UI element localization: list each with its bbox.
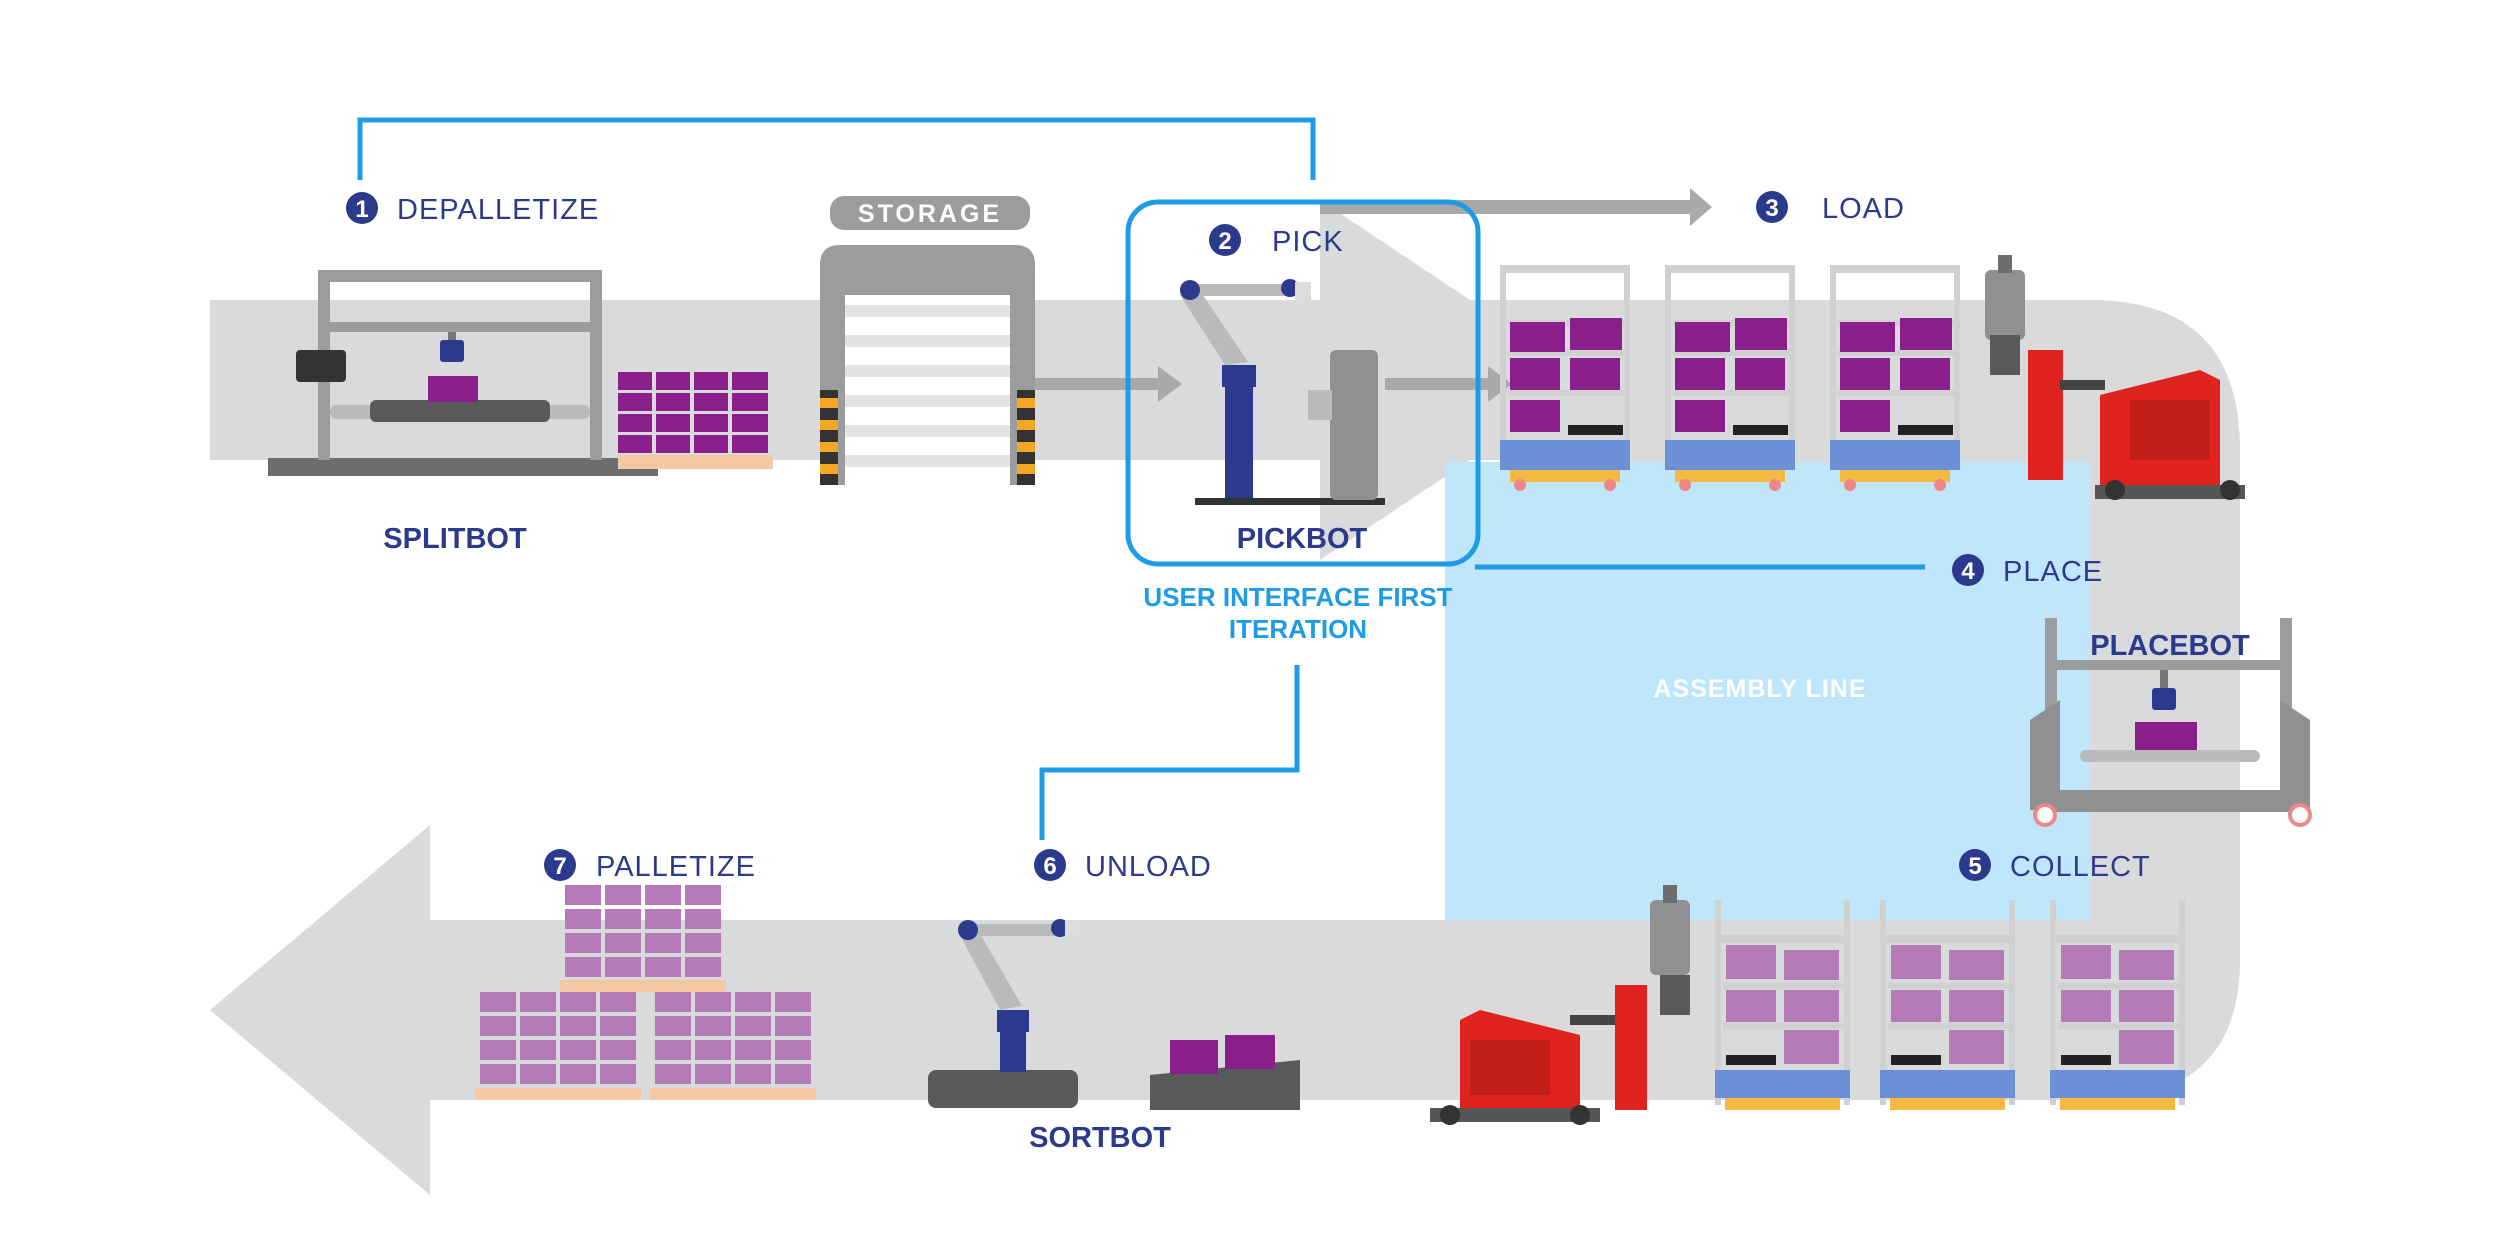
palletize-stacks bbox=[475, 885, 816, 1100]
step-1: 1 DEPALLETIZE bbox=[346, 192, 599, 226]
step-2: 2 PICK bbox=[1209, 224, 1344, 258]
step-7-label: PALLETIZE bbox=[596, 851, 756, 883]
load-cart-3 bbox=[1830, 265, 1960, 491]
step-6: 6 UNLOAD bbox=[1034, 849, 1212, 883]
return-arrow-head bbox=[210, 825, 430, 1195]
collect-cart-2 bbox=[1880, 900, 2015, 1110]
ui-first-iteration-frame bbox=[1125, 199, 1481, 567]
storage-label: STORAGE bbox=[858, 200, 1002, 228]
step-7: 7 PALLETIZE bbox=[544, 849, 756, 883]
storage-to-pick-arrow-head bbox=[1158, 366, 1182, 402]
sortbot-robot bbox=[928, 919, 1300, 1110]
step-3-label: LOAD bbox=[1822, 193, 1905, 225]
step-5-badge bbox=[1959, 849, 1991, 881]
step-1-number: 1 bbox=[355, 196, 368, 223]
pickbot-label: PICKBOT bbox=[1237, 523, 1368, 555]
placebot-label: PLACEBOT bbox=[2090, 630, 2250, 662]
load-cart-1 bbox=[1500, 265, 1630, 491]
palletize-stack-top bbox=[560, 885, 726, 992]
splitbot-screen bbox=[296, 350, 346, 382]
step-3-badge bbox=[1756, 191, 1788, 223]
step-6-number: 6 bbox=[1043, 853, 1056, 880]
placebot-box bbox=[2135, 722, 2197, 750]
step-2-badge bbox=[1209, 224, 1241, 256]
ui-iteration-label-line2: ITERATION bbox=[1229, 614, 1367, 644]
tugger-robot-bottom bbox=[1430, 885, 1690, 1125]
connector-lines bbox=[357, 117, 1925, 840]
palletize-stack-left bbox=[475, 992, 641, 1100]
ui-iteration-label-line1: USER INTERFACE FIRST bbox=[1143, 582, 1452, 612]
step-3: 3 LOAD bbox=[1756, 191, 1905, 225]
assembly-line-area bbox=[1445, 462, 2090, 920]
storage-bumpers bbox=[820, 390, 1035, 485]
collect-cart-1 bbox=[1715, 900, 1850, 1110]
step-7-number: 7 bbox=[553, 853, 566, 880]
depalletize-to-pick-line bbox=[357, 117, 1316, 180]
step-4-number: 4 bbox=[1961, 558, 1975, 585]
step-1-label: DEPALLETIZE bbox=[397, 194, 599, 226]
load-arrow-head bbox=[1690, 188, 1712, 226]
splitbot-box bbox=[428, 376, 478, 402]
splitbot-machine bbox=[268, 270, 658, 476]
storage-sign bbox=[830, 196, 1030, 230]
step-4-badge bbox=[1952, 554, 1984, 586]
step-5-label: COLLECT bbox=[2010, 851, 2151, 883]
storage-building: STORAGE bbox=[820, 196, 1035, 485]
collect-carts bbox=[1715, 900, 2185, 1110]
placebot-machine bbox=[2030, 618, 2312, 827]
collect-cart-3 bbox=[2050, 900, 2185, 1110]
step-4: 4 PLACE bbox=[1952, 554, 2103, 588]
step-2-number: 2 bbox=[1218, 228, 1231, 255]
step-2-label: PICK bbox=[1272, 226, 1344, 258]
load-cart-2 bbox=[1665, 265, 1795, 491]
depalletize-pallet bbox=[618, 372, 773, 469]
step-3-number: 3 bbox=[1765, 195, 1778, 222]
sortbot-label: SORTBOT bbox=[1029, 1122, 1171, 1154]
step-6-label: UNLOAD bbox=[1085, 851, 1212, 883]
palletize-stack-right bbox=[650, 992, 816, 1100]
assembly-line-label: ASSEMBLY LINE bbox=[1653, 675, 1866, 703]
step-1-badge bbox=[346, 192, 378, 224]
pickbot-robot bbox=[1180, 279, 1385, 505]
step-6-badge bbox=[1034, 849, 1066, 881]
ui-to-unload-line bbox=[1039, 665, 1300, 840]
sortbot-box-2 bbox=[1225, 1035, 1275, 1069]
load-carts bbox=[1500, 265, 1960, 491]
step-7-badge bbox=[544, 849, 576, 881]
tugger-robot-top bbox=[1985, 255, 2245, 500]
step-4-label: PLACE bbox=[2003, 556, 2103, 588]
step-5-number: 5 bbox=[1968, 853, 1981, 880]
sortbot-box-1 bbox=[1170, 1040, 1218, 1074]
splitbot-label: SPLITBOT bbox=[383, 523, 527, 555]
step-5: 5 COLLECT bbox=[1959, 849, 2151, 883]
